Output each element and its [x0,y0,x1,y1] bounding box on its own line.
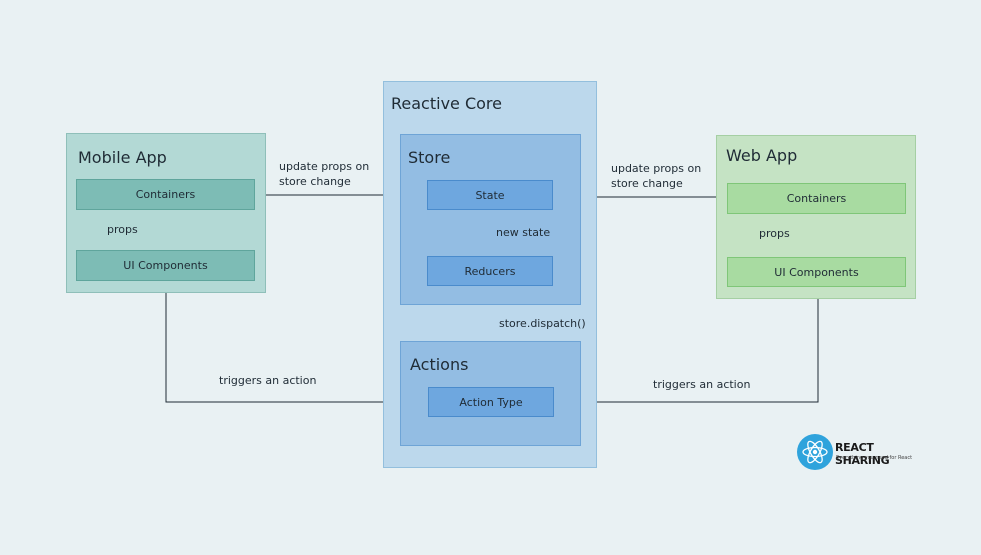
reducers-node[interactable]: Reducers [427,256,553,286]
dispatch-label: store.dispatch() [499,317,586,330]
react-atom-icon [797,434,833,470]
action-type-node[interactable]: Action Type [428,387,554,417]
mobile-containers-node[interactable]: Containers [76,179,255,210]
logo-tagline: Everything you need for React [836,455,913,461]
mobile-ui-components-node[interactable]: UI Components [76,250,255,281]
update-props-left-line2: store change [279,175,351,188]
new-state-label: new state [496,226,551,239]
arrow-mobile-ui-to-action [165,283,426,406]
web-app-title: Web App [726,146,798,165]
triggers-action-left-label: triggers an action [219,374,317,387]
reactive-core-title: Reactive Core [391,94,502,113]
mobile-props-label: props [107,223,138,236]
mobile-app-title: Mobile App [78,148,167,167]
web-containers-node[interactable]: Containers [727,183,906,214]
arrow-web-ui-to-action [556,288,819,406]
react-sharing-logo: REACT SHARING Everything you need for Re… [797,432,927,472]
actions-title: Actions [410,355,469,374]
update-props-right-line1: update props on [611,162,702,175]
store-title: Store [408,148,451,167]
state-node[interactable]: State [427,180,553,210]
logo-name: REACT SHARING [835,441,890,467]
web-props-label: props [759,227,790,240]
update-props-left-line1: update props on [279,160,370,173]
web-ui-components-node[interactable]: UI Components [727,257,906,287]
update-props-right-line2: store change [611,177,683,190]
triggers-action-right-label: triggers an action [653,378,751,391]
